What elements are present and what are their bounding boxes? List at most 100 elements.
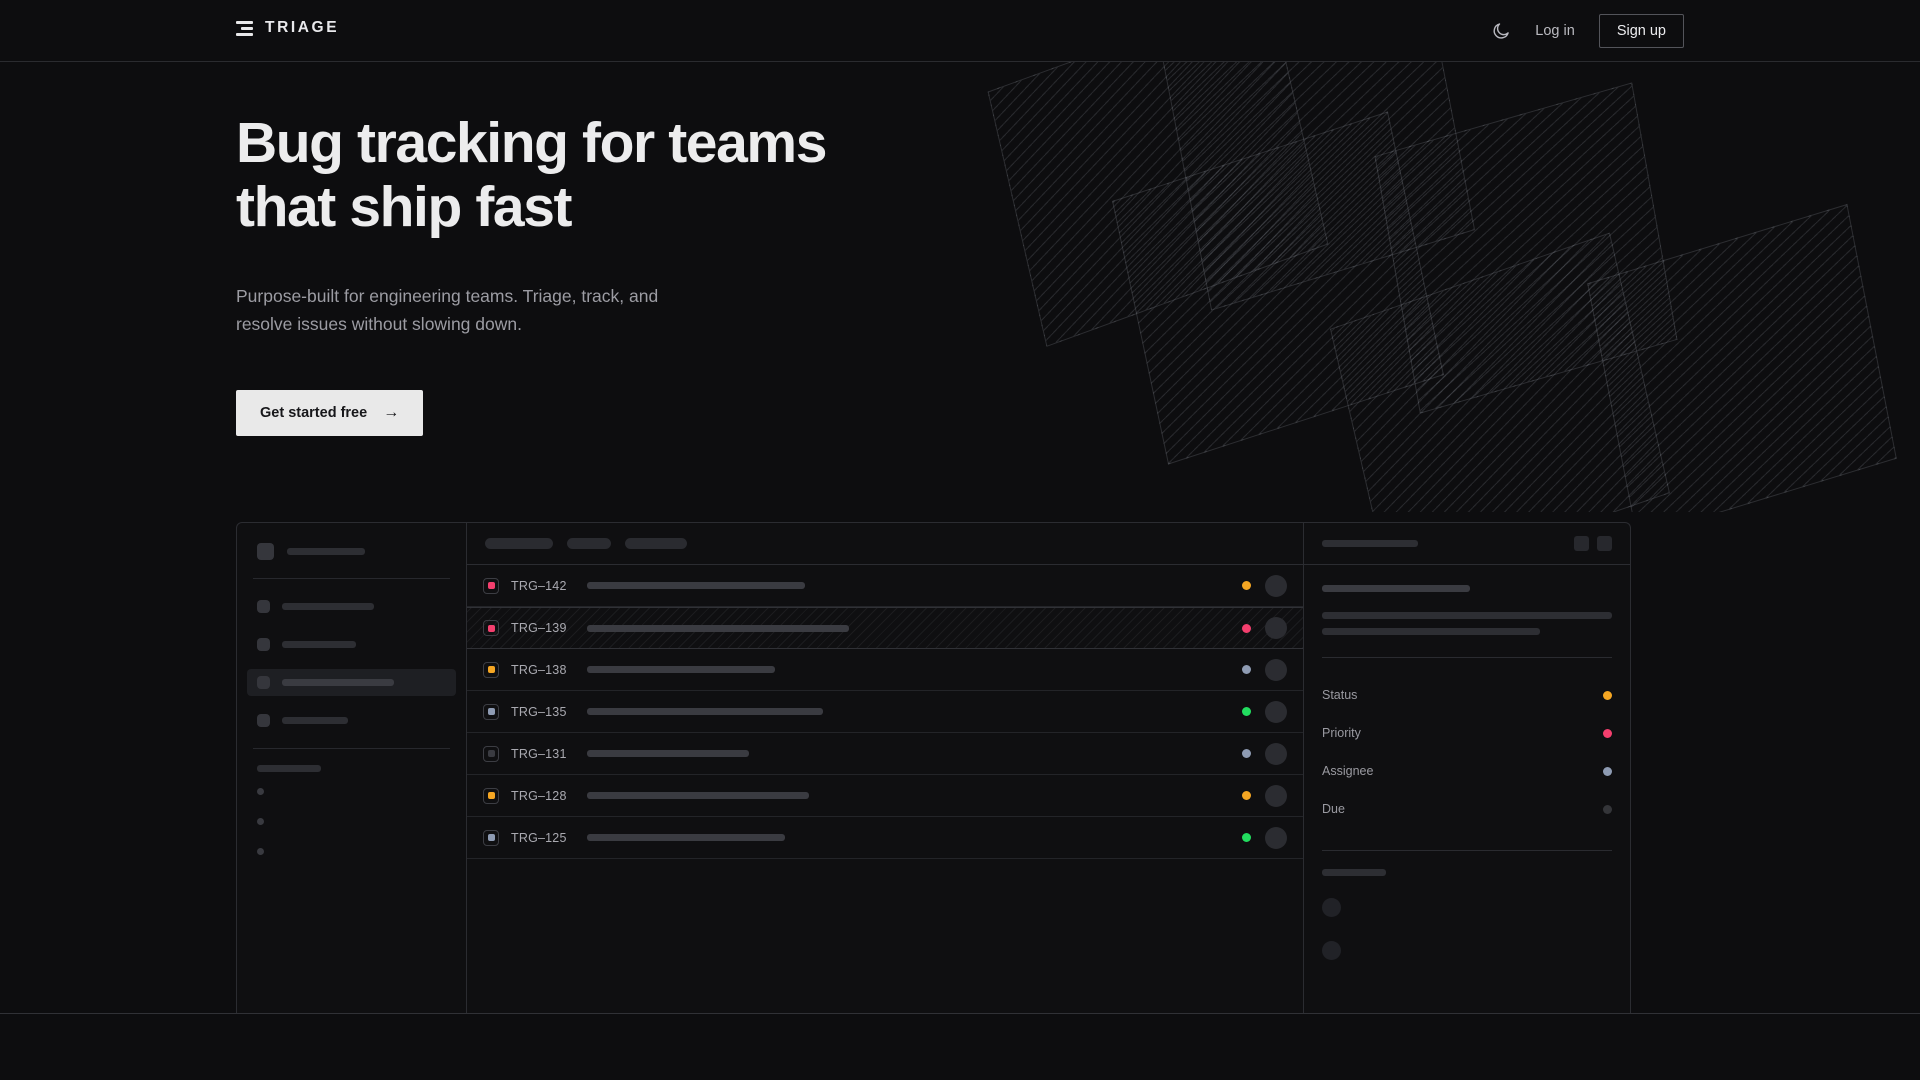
status-dot[interactable] bbox=[1242, 707, 1251, 716]
issue-row[interactable]: TRG–138 bbox=[467, 649, 1303, 691]
issue-title-skeleton bbox=[587, 666, 775, 673]
detail-field-status[interactable]: Status bbox=[1322, 676, 1612, 714]
avatar[interactable] bbox=[1265, 574, 1287, 597]
deco-panel bbox=[1587, 203, 1897, 512]
issue-row-meta bbox=[1242, 784, 1287, 807]
issue-row[interactable]: TRG–142 bbox=[467, 565, 1303, 607]
field-value-dot bbox=[1603, 804, 1612, 814]
priority-badge[interactable] bbox=[483, 829, 499, 846]
issue-title-skeleton bbox=[587, 792, 809, 799]
priority-badge[interactable] bbox=[483, 620, 499, 636]
moon-icon[interactable] bbox=[1491, 21, 1511, 41]
avatar[interactable] bbox=[1265, 658, 1287, 681]
mockup-sidebar bbox=[237, 523, 467, 1014]
comment-avatar[interactable] bbox=[1322, 941, 1341, 960]
signup-button[interactable]: Sign up bbox=[1598, 14, 1684, 48]
workspace-label-skeleton bbox=[287, 548, 365, 555]
login-link[interactable]: Log in bbox=[1535, 23, 1575, 39]
deco-panel bbox=[987, 62, 1329, 347]
sidebar-item-label bbox=[282, 603, 374, 610]
priority-badge[interactable] bbox=[483, 703, 499, 720]
issue-row[interactable]: TRG–131 bbox=[467, 733, 1303, 775]
deco-panel bbox=[1112, 111, 1444, 465]
issue-row-meta bbox=[1242, 574, 1287, 597]
filter-chip-1[interactable] bbox=[567, 538, 611, 549]
issue-id: TRG–142 bbox=[511, 578, 567, 593]
hero-heading-line-1: Bug tracking for teams bbox=[236, 111, 827, 175]
sidebar-item-icon bbox=[257, 600, 270, 613]
comments-label-skeleton bbox=[1322, 869, 1386, 876]
status-dot[interactable] bbox=[1242, 623, 1251, 633]
detail-title-skeleton bbox=[1322, 540, 1418, 547]
issue-title-skeleton bbox=[587, 624, 849, 632]
sidebar-item-label bbox=[282, 717, 348, 724]
sidebar-item-1[interactable] bbox=[247, 631, 456, 658]
hero-section: Bug tracking for teams that ship fast Pu… bbox=[236, 111, 996, 437]
brand-logo[interactable]: TRIAGE bbox=[236, 19, 339, 37]
issue-id: TRG–125 bbox=[511, 830, 567, 845]
issue-title-skeleton bbox=[587, 750, 749, 757]
status-dot[interactable] bbox=[1242, 581, 1251, 590]
priority-badge[interactable] bbox=[483, 787, 499, 804]
detail-description-skeleton bbox=[1322, 612, 1612, 635]
issue-title-skeleton bbox=[587, 582, 805, 589]
field-value-dot bbox=[1603, 690, 1612, 700]
sidebar-item-label bbox=[282, 641, 356, 648]
sidebar-nav bbox=[237, 579, 466, 748]
field-label: Status bbox=[1322, 688, 1358, 702]
page-bottom-divider bbox=[0, 1013, 1920, 1014]
workspace-switcher[interactable] bbox=[237, 523, 466, 578]
priority-badge[interactable] bbox=[483, 745, 499, 762]
detail-body-line bbox=[1322, 628, 1540, 635]
sidebar-item-3[interactable] bbox=[247, 707, 456, 734]
priority-badge[interactable] bbox=[483, 577, 499, 594]
issue-row[interactable]: TRG–135 bbox=[467, 691, 1303, 733]
detail-field-due[interactable]: Due bbox=[1322, 790, 1612, 828]
page-title: Bug tracking for teams that ship fast bbox=[236, 111, 996, 240]
sidebar-item-icon bbox=[257, 676, 270, 689]
detail-field-assignee[interactable]: Assignee bbox=[1322, 752, 1612, 790]
issue-row[interactable]: TRG–139 bbox=[467, 607, 1303, 649]
avatar[interactable] bbox=[1265, 700, 1287, 723]
sidebar-item-0[interactable] bbox=[247, 593, 456, 620]
detail-panel-header bbox=[1304, 523, 1630, 565]
status-dot[interactable] bbox=[1242, 749, 1251, 758]
detail-panel-footer bbox=[1304, 851, 1630, 960]
filter-chip-0[interactable] bbox=[485, 538, 553, 549]
status-dot[interactable] bbox=[1242, 665, 1251, 674]
issue-id: TRG–135 bbox=[511, 704, 567, 719]
detail-field-priority[interactable]: Priority bbox=[1322, 714, 1612, 752]
issue-row-meta bbox=[1242, 700, 1287, 723]
avatar[interactable] bbox=[1265, 617, 1287, 639]
comment-list bbox=[1322, 898, 1612, 960]
sidebar-sub-item[interactable] bbox=[257, 848, 264, 855]
issue-title-skeleton bbox=[587, 834, 785, 841]
priority-badge[interactable] bbox=[483, 661, 499, 678]
issue-row[interactable]: TRG–128 bbox=[467, 775, 1303, 817]
hero-subheading: Purpose-built for engineering teams. Tri… bbox=[236, 285, 659, 334]
avatar[interactable] bbox=[1265, 826, 1287, 849]
detail-header-button-0[interactable] bbox=[1574, 536, 1589, 551]
sidebar-sub-item[interactable] bbox=[257, 788, 264, 795]
workspace-icon bbox=[257, 543, 274, 560]
detail-header-button-1[interactable] bbox=[1597, 536, 1612, 551]
avatar[interactable] bbox=[1265, 742, 1287, 765]
avatar[interactable] bbox=[1265, 784, 1287, 807]
sidebar-item-icon bbox=[257, 714, 270, 727]
status-dot[interactable] bbox=[1242, 791, 1251, 800]
detail-divider bbox=[1322, 850, 1612, 851]
field-value-dot bbox=[1603, 728, 1612, 738]
sidebar-item-2[interactable] bbox=[247, 669, 456, 696]
sidebar-section-header bbox=[237, 749, 466, 778]
comment-avatar[interactable] bbox=[1322, 898, 1341, 917]
issue-row[interactable]: TRG–125 bbox=[467, 817, 1303, 859]
sidebar-sub-item[interactable] bbox=[257, 818, 264, 825]
filter-chip-2[interactable] bbox=[625, 538, 687, 549]
status-dot[interactable] bbox=[1242, 833, 1251, 842]
hero-heading-line-2: that ship fast bbox=[236, 174, 572, 239]
sidebar-sublist bbox=[237, 778, 466, 865]
get-started-button[interactable]: Get started free → bbox=[236, 390, 424, 437]
